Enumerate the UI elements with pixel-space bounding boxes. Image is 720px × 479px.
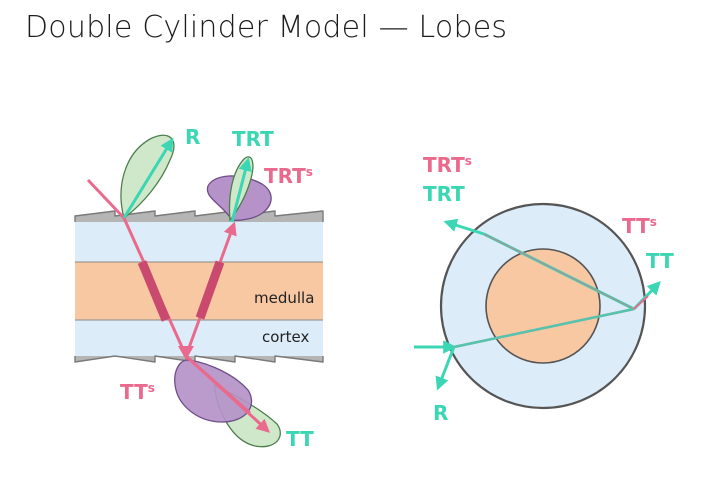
trt-ray bbox=[230, 157, 252, 223]
medulla-ray-down-thick bbox=[137, 260, 171, 322]
exit-arrowhead-marker bbox=[178, 346, 194, 360]
label-tt-s-right: TTs bbox=[622, 214, 657, 238]
right-rays bbox=[414, 218, 661, 391]
left-rays bbox=[86, 137, 270, 433]
label-trt-s-left: TRTs bbox=[264, 164, 313, 188]
top-cuticle bbox=[74, 210, 324, 222]
label-r-right: R bbox=[433, 401, 448, 425]
label-tt-right: TT bbox=[646, 249, 674, 273]
r-ray-right bbox=[435, 346, 456, 391]
label-cortex: cortex bbox=[262, 328, 309, 346]
cortex-bottom-layer bbox=[75, 320, 323, 356]
bottom-cuticle bbox=[74, 355, 324, 363]
label-r-left: R bbox=[185, 125, 200, 149]
cortex-top-layer bbox=[75, 222, 323, 262]
incident-ray bbox=[86, 178, 126, 220]
label-trt-left: TRT bbox=[232, 127, 274, 151]
label-tt-s-left: TTs bbox=[120, 380, 155, 404]
hair-strand-section bbox=[74, 210, 324, 363]
inner-medulla-circle bbox=[485, 248, 601, 364]
trt-s-internal-ray bbox=[483, 233, 635, 310]
trt-exit-ray bbox=[443, 218, 485, 236]
medulla-ray-up-thick bbox=[195, 260, 225, 320]
tt-s-exit-ray bbox=[633, 295, 649, 310]
label-trt-right: TRT bbox=[423, 182, 465, 206]
label-trt-s-right: TRTs bbox=[423, 153, 472, 177]
tt-s-lobe bbox=[174, 359, 253, 423]
tt-ray bbox=[184, 354, 270, 433]
internal-ray-right bbox=[453, 307, 635, 349]
page-title: Double Cylinder Model — Lobes bbox=[25, 10, 508, 45]
label-tt-left: TT bbox=[286, 427, 314, 451]
r-ray bbox=[122, 137, 174, 219]
label-medulla: medulla bbox=[254, 289, 314, 307]
circular-cross-section bbox=[439, 202, 647, 410]
